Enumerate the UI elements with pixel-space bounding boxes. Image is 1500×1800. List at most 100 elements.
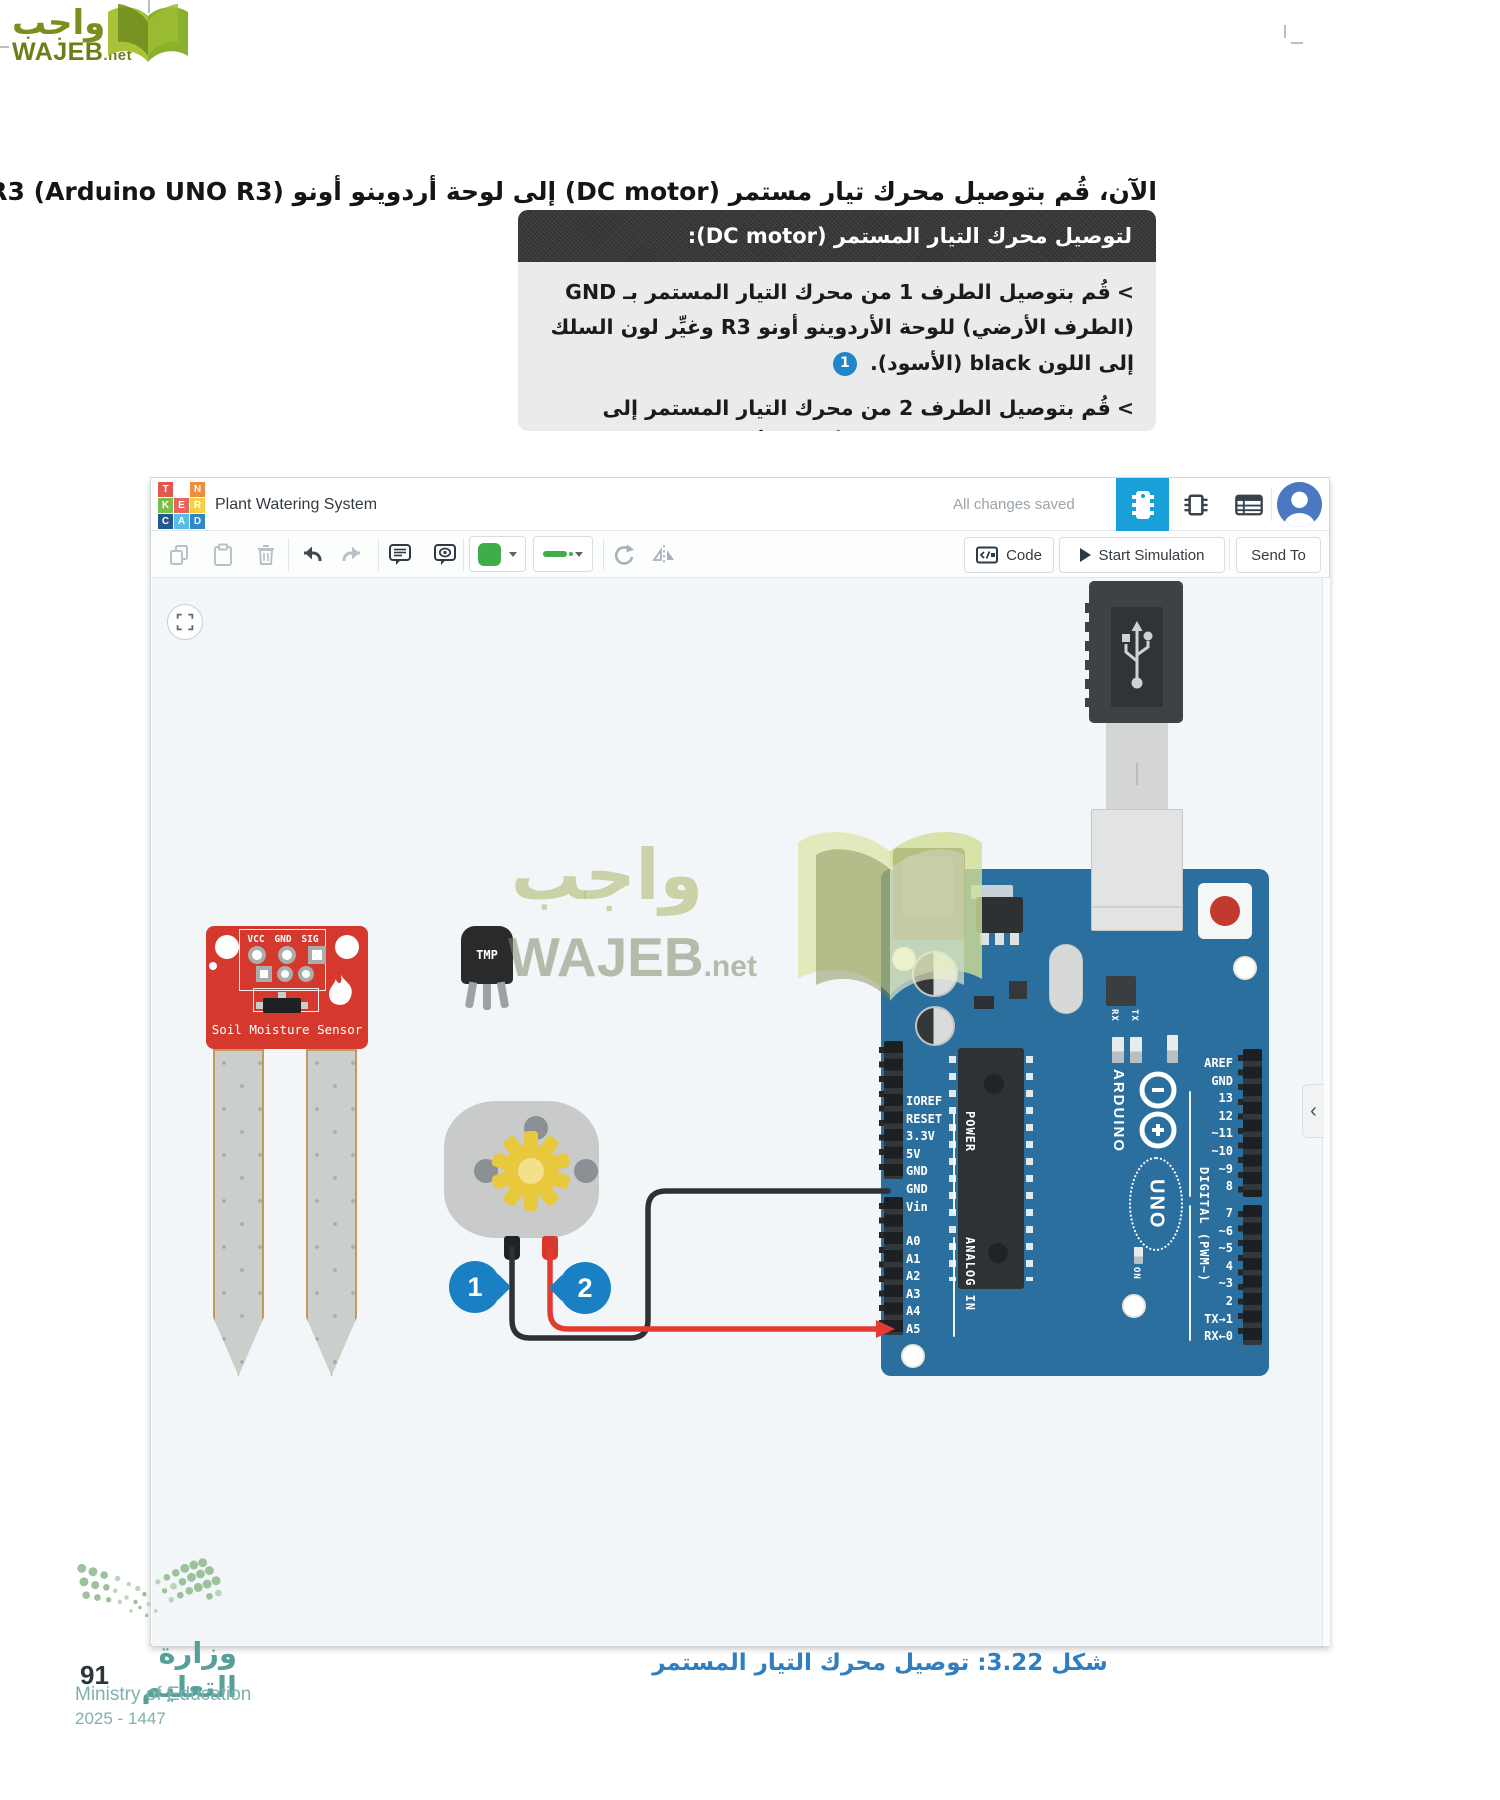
toolbar-separator bbox=[288, 538, 289, 571]
on-led bbox=[1134, 1247, 1143, 1264]
chip-icon bbox=[1184, 494, 1208, 515]
sig-pad bbox=[308, 946, 326, 964]
zoom-to-fit-button[interactable] bbox=[167, 604, 203, 640]
usb-symbol-panel bbox=[1111, 607, 1163, 707]
crop-mark bbox=[1291, 42, 1303, 44]
smd-component-small bbox=[974, 996, 994, 1009]
annotation-visibility-button[interactable] bbox=[429, 531, 461, 578]
start-simulation-button[interactable]: Start Simulation bbox=[1059, 537, 1225, 573]
circuit-view-button[interactable] bbox=[1173, 478, 1219, 531]
breadboard-view-button[interactable] bbox=[1116, 478, 1169, 531]
wire-swatch-green bbox=[543, 551, 573, 557]
tinkercad-logo-tile: I bbox=[180, 484, 183, 495]
atmega-ic-chip bbox=[949, 1048, 1033, 1289]
pin-label: 5V bbox=[906, 1146, 921, 1161]
bullet-marker: < bbox=[1116, 395, 1134, 420]
breadboard-icon bbox=[1131, 490, 1154, 519]
pin-label: ~5 bbox=[1218, 1241, 1233, 1256]
power-pin-header[interactable] bbox=[879, 1041, 903, 1179]
send-to-button[interactable]: Send To bbox=[1236, 537, 1321, 573]
digital-pin-header-bottom[interactable] bbox=[1238, 1205, 1262, 1345]
user-avatar[interactable] bbox=[1277, 482, 1322, 527]
code-icon bbox=[976, 546, 999, 564]
usb-cable-connector[interactable] bbox=[1085, 581, 1183, 723]
collapse-panel-handle[interactable]: ‹ bbox=[1302, 1084, 1324, 1138]
pin-label: 2 bbox=[1225, 1294, 1233, 1308]
wire-type-dropdown[interactable] bbox=[533, 536, 593, 572]
digital-pin-header-top[interactable] bbox=[1238, 1049, 1262, 1197]
redo-button[interactable] bbox=[336, 531, 370, 578]
motor-terminal-1[interactable] bbox=[504, 1236, 520, 1260]
pin-label: 3.3V bbox=[906, 1129, 935, 1144]
reset-button[interactable] bbox=[1198, 883, 1252, 939]
wire-badge-1: 1 bbox=[449, 1261, 501, 1313]
tinkercad-logo-tile: D bbox=[190, 514, 205, 529]
pin-label: AREF bbox=[1204, 1056, 1233, 1070]
dc-motor[interactable] bbox=[444, 1101, 599, 1238]
expand-icon bbox=[176, 613, 194, 631]
code-button[interactable]: Code bbox=[964, 537, 1054, 573]
group-line bbox=[953, 1113, 955, 1213]
motor-gear-icon bbox=[491, 1131, 571, 1211]
sensor-pin-label: GND bbox=[274, 934, 292, 945]
usb-grip-ridges bbox=[1085, 603, 1089, 707]
toolbar-separator bbox=[463, 538, 464, 571]
color-swatch-green bbox=[478, 542, 501, 566]
pin-label: A4 bbox=[906, 1304, 921, 1319]
motor-terminal-2[interactable] bbox=[542, 1236, 558, 1260]
bullet-marker: < bbox=[1116, 280, 1134, 304]
list-view-button[interactable] bbox=[1226, 478, 1272, 531]
usb-cable-shaft bbox=[1106, 723, 1168, 811]
pin-label: RX←0 bbox=[1204, 1329, 1233, 1344]
chevron-down-icon bbox=[509, 551, 517, 557]
component-color-dropdown[interactable] bbox=[469, 536, 526, 572]
project-title[interactable]: Plant Watering System bbox=[215, 496, 378, 513]
reset-button-cap bbox=[1210, 896, 1240, 926]
step-badge-1: 1 bbox=[832, 351, 857, 376]
regulator-leg bbox=[1010, 933, 1019, 945]
pin-label: ~3 bbox=[1218, 1276, 1233, 1291]
digital-group-label: DIGITAL (PWM~) bbox=[1197, 1167, 1211, 1283]
pin-label: 8 bbox=[1225, 1179, 1233, 1194]
on-label: ON bbox=[1131, 1267, 1141, 1280]
mounting-hole bbox=[1122, 1294, 1146, 1318]
uno-label-ellipse: UNO bbox=[1129, 1157, 1183, 1251]
tmp-leg bbox=[483, 984, 491, 1010]
smd-transistor bbox=[256, 992, 308, 1013]
capacitor bbox=[915, 1006, 955, 1046]
undo-button[interactable] bbox=[294, 531, 328, 578]
regulator-leg bbox=[995, 933, 1004, 945]
person-icon bbox=[1283, 491, 1316, 527]
instruction-box: لتوصيل محرك التيار المستمر (DC motor): <… bbox=[518, 210, 1156, 431]
crop-mark bbox=[0, 46, 9, 48]
figure-caption: شكل 3.22: توصيل محرك التيار المستمر bbox=[652, 1650, 1108, 1676]
tinkercad-logo-tile: C bbox=[158, 514, 173, 529]
sensor-pin-label: VCC bbox=[247, 934, 265, 945]
copy-button[interactable] bbox=[163, 531, 195, 578]
delete-button[interactable] bbox=[250, 531, 282, 578]
wajeb-logo: واجب WAJEB.net bbox=[12, 6, 132, 65]
instruction-bullet-2: <قُم بتوصيل الطرف 2 من محرك التيار المست… bbox=[534, 391, 1134, 431]
arduino-brand-label: ARDUINO bbox=[1110, 1069, 1127, 1153]
paste-button[interactable] bbox=[207, 531, 239, 578]
solder-pad bbox=[277, 966, 293, 982]
group-line bbox=[953, 1237, 955, 1337]
tinkercad-logo-tile: K bbox=[158, 498, 173, 513]
motor-screw bbox=[574, 1159, 598, 1183]
pin-label: ~9 bbox=[1218, 1161, 1233, 1176]
mirror-button[interactable] bbox=[647, 531, 681, 578]
pin-label: GND bbox=[906, 1182, 928, 1196]
l-led bbox=[1167, 1035, 1178, 1063]
rotate-button[interactable] bbox=[607, 531, 639, 578]
tmp-sensor[interactable]: TMP bbox=[461, 926, 513, 984]
notes-button[interactable] bbox=[384, 531, 416, 578]
pin-label: IOREF bbox=[906, 1094, 943, 1108]
tinkercad-logo-tile: A bbox=[174, 514, 189, 529]
sensor-pin-label: SIG bbox=[301, 934, 319, 945]
watermark-latin: WAJEB.net bbox=[508, 926, 757, 988]
